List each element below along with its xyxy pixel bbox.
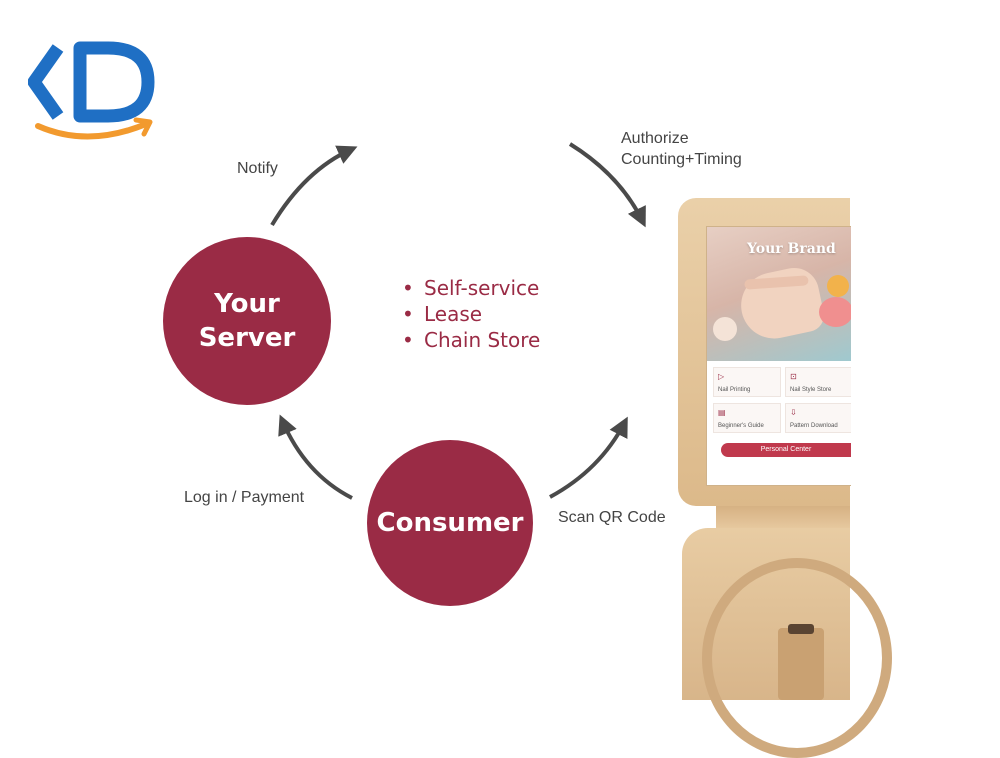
tile-nail-style-store[interactable]: ⊡ Nail Style Store (785, 367, 851, 397)
notify-label: Notify (237, 160, 278, 177)
brand-title: Your Brand (747, 241, 836, 257)
consumer-label: Consumer (376, 508, 524, 538)
play-icon: ▷ (718, 372, 725, 381)
nail-kiosk-machine: Your Brand ▷ Nail Printing ⊡ Nail Style … (678, 198, 892, 758)
scan-qr-label: Scan QR Code (558, 509, 666, 526)
nail-slot (778, 628, 824, 700)
feature-item: Lease (402, 301, 540, 327)
tile-beginners-guide[interactable]: ▤ Beginner's Guide (713, 403, 781, 433)
arrow-notify (270, 145, 358, 227)
logo-k-chevron (28, 44, 64, 120)
authorize-label: Authorize Counting+Timing (621, 128, 742, 170)
printer-nozzle (788, 624, 814, 634)
consumer-node: Consumer (367, 440, 533, 606)
login-payment-label: Log in / Payment (184, 489, 305, 506)
kiosk-neck (716, 506, 850, 528)
hero-banner-image: Your Brand (707, 227, 851, 361)
download-icon: ⇩ (790, 408, 797, 417)
logo-d-letter (73, 41, 155, 123)
logo-smile-arrow (35, 121, 149, 140)
kiosk-base (682, 528, 892, 758)
authorize-label-line1: Authorize (621, 130, 689, 147)
server-label-line2: Server (198, 323, 296, 353)
book-icon: ▤ (718, 408, 726, 417)
kiosk-screen: Your Brand ▷ Nail Printing ⊡ Nail Style … (706, 226, 851, 486)
cart-icon: ⊡ (790, 372, 797, 381)
server-label-line1: Your (214, 289, 280, 319)
your-server-node: Your Server (163, 237, 331, 405)
personal-center-button[interactable]: Personal Center (721, 443, 851, 457)
authorize-label-line2: Counting+Timing (621, 151, 742, 168)
kd-logo (28, 41, 155, 140)
tile-pattern-download[interactable]: ⇩ Pattern Download (785, 403, 851, 433)
feature-item: Self-service (402, 275, 540, 301)
arrow-login (278, 414, 353, 500)
feature-list: Self-service Lease Chain Store (402, 275, 540, 353)
arrow-scan (549, 416, 628, 499)
tile-nail-printing[interactable]: ▷ Nail Printing (713, 367, 781, 397)
kiosk-frame: Your Brand ▷ Nail Printing ⊡ Nail Style … (678, 198, 851, 506)
hand-image (735, 263, 827, 345)
feature-item: Chain Store (402, 327, 540, 353)
